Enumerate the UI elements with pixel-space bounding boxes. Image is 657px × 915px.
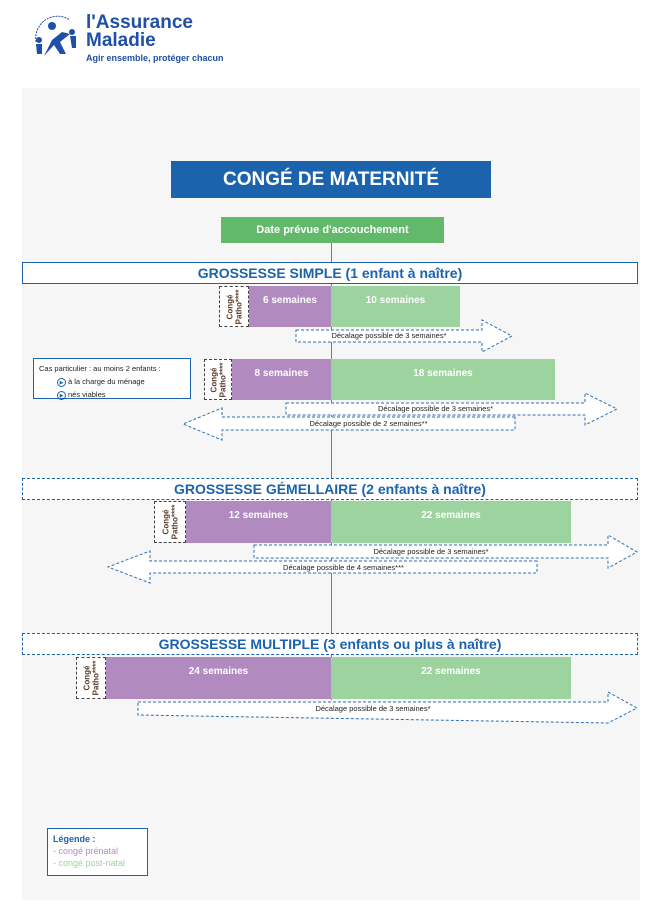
due-date-line (331, 243, 332, 700)
legend: Légende : - congé prénatal - congé post-… (47, 828, 148, 876)
prenatal-bar: 8 semaines (232, 359, 331, 400)
legend-prenatal: - congé prénatal (53, 846, 119, 856)
prenatal-bar: 6 semaines (249, 286, 331, 327)
shift-label: Décalage possible de 3 semaines* (331, 331, 447, 340)
special-case-title: Cas particulier : au moins 2 enfants : (39, 364, 161, 373)
shift-label: Décalage possible de 3 semaines* (315, 704, 431, 713)
prenatal-bar: 12 semaines (186, 501, 331, 543)
postnatal-bar: 22 semaines (331, 501, 571, 543)
brand-line-1: l'Assurance (86, 12, 193, 33)
shift-right-arrow (295, 319, 514, 353)
play-icon: ▶ (57, 391, 66, 400)
brand-line-2: Maladie (86, 30, 156, 51)
shift-left-arrow (106, 550, 538, 584)
shift-label: Décalage possible de 4 semaines*** (283, 563, 404, 572)
play-icon: ▶ (57, 378, 66, 387)
postnatal-bar: 10 semaines (331, 286, 460, 327)
shift-label: Décalage possible de 3 semaines* (373, 547, 489, 556)
due-date-box: Date prévue d'accouchement (221, 217, 444, 243)
tagline: Agir ensemble, protéger chacun (86, 53, 224, 63)
special-case-item: ▶à la charge du ménage (39, 375, 185, 388)
shift-right-arrow (253, 534, 639, 569)
special-case-box: Cas particulier : au moins 2 enfants : ▶… (33, 358, 191, 401)
section-header-multiple: GROSSESSE MULTIPLE (3 enfants ou plus à … (22, 633, 638, 655)
shift-label: Décalage possible de 2 semaines** (309, 419, 428, 428)
special-case-item: ▶nés viables (39, 388, 185, 401)
prenatal-bar: 24 semaines (106, 657, 331, 699)
shift-right-arrow (137, 691, 639, 724)
section-header-twins: GROSSESSE GÉMELLAIRE (2 enfants à naître… (22, 478, 638, 500)
logo (30, 12, 82, 62)
page-title: CONGÉ DE MATERNITÉ (171, 161, 491, 198)
postnatal-bar: 22 semaines (331, 657, 571, 699)
shift-right-arrow (285, 392, 619, 426)
section-header-simple: GROSSESSE SIMPLE (1 enfant à naître) (22, 262, 638, 284)
shift-left-arrow (181, 407, 516, 441)
legend-title: Légende : (53, 834, 96, 844)
shift-label: Décalage possible de 3 semaines* (377, 404, 494, 413)
postnatal-bar: 18 semaines (331, 359, 555, 400)
legend-postnatal: - congé post-natal (53, 858, 126, 868)
